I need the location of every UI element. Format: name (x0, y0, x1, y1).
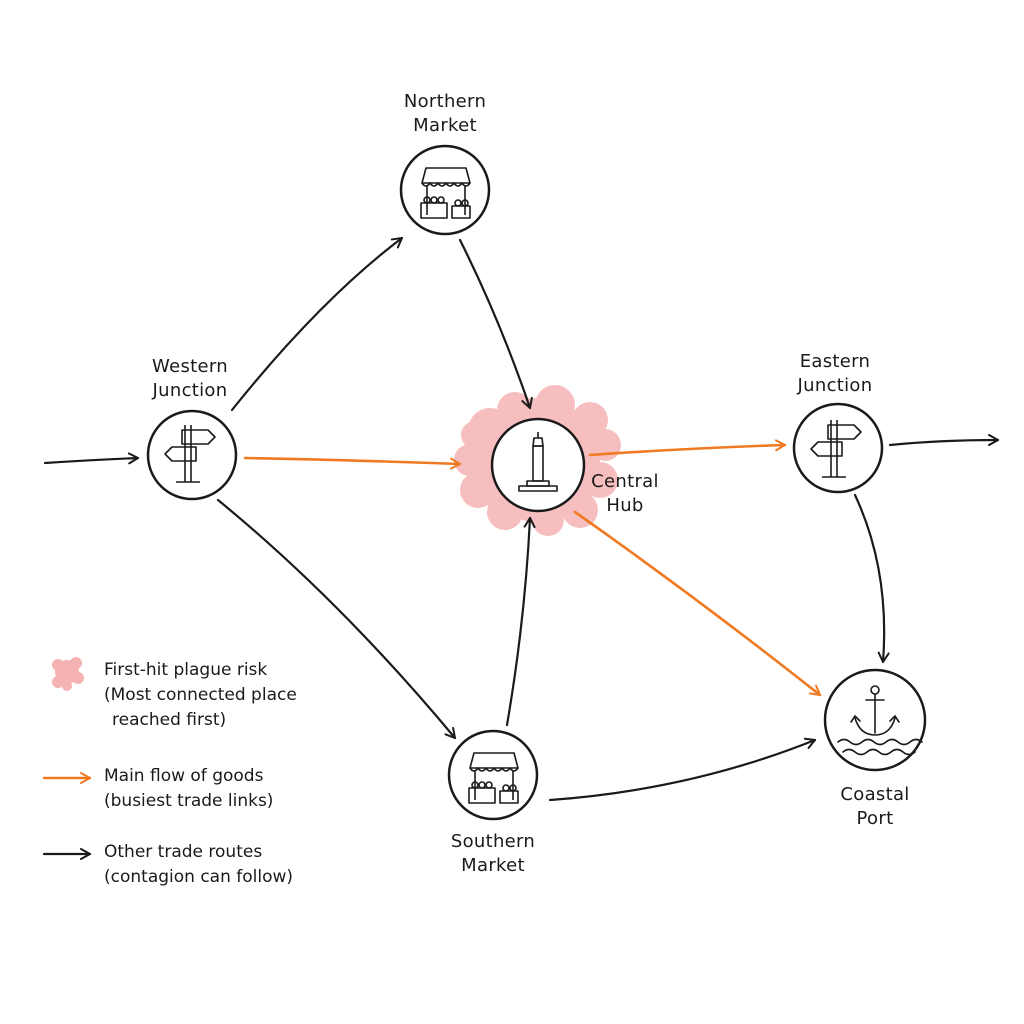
label-line: Junction (797, 375, 873, 396)
label-line: Western (152, 356, 228, 377)
legend-risk-swatch (52, 657, 84, 691)
route-eastern-to-coastal (853, 493, 890, 664)
flow-central-to-coastal (573, 510, 822, 697)
signpost-icon (810, 420, 862, 478)
node-central-hub (490, 417, 586, 513)
label-central-hub: Central Hub (580, 470, 670, 518)
market-stall-icon (420, 167, 471, 219)
legend-risk-text: First-hit plague risk (Most connected pl… (104, 658, 297, 733)
node-northern-market (399, 144, 491, 236)
route-eastern-outgoing (888, 434, 1000, 447)
label-southern-market: Southern Market (433, 830, 553, 878)
route-western-to-southern (216, 498, 457, 740)
node-coastal-port (823, 668, 927, 772)
legend-main-flow-text: Main flow of goods (busiest trade links) (104, 764, 273, 814)
legend-line: (Most connected place (104, 685, 297, 705)
legend-line: reached first) (112, 710, 227, 730)
monument-icon (518, 432, 558, 492)
market-stall-icon (468, 752, 519, 804)
node-eastern-junction (792, 402, 884, 494)
route-northern-to-central (458, 238, 533, 410)
legend-line: Other trade routes (104, 842, 263, 862)
label-line: Coastal (840, 784, 910, 805)
route-southern-to-central (505, 516, 536, 727)
route-western-to-northern (230, 236, 404, 412)
label-western-junction: Western Junction (130, 355, 250, 403)
anchor-icon (837, 685, 923, 756)
legend-other-routes-text: Other trade routes (contagion can follow… (104, 840, 293, 890)
label-line: Port (856, 808, 894, 829)
label-line: Central (591, 471, 659, 492)
other-trade-routes (43, 236, 1000, 802)
route-incoming-west (43, 452, 140, 465)
label-northern-market: Northern Market (385, 90, 505, 138)
flow-western-to-central (243, 456, 462, 470)
flow-central-to-eastern (588, 439, 787, 457)
label-line: Northern (403, 91, 487, 112)
signpost-icon (164, 425, 216, 483)
node-southern-market (447, 729, 539, 821)
label-line: Southern (450, 831, 536, 852)
label-line: Eastern (799, 351, 871, 372)
node-western-junction (146, 409, 238, 501)
label-coastal-port: Coastal Port (815, 783, 935, 831)
label-line: Junction (152, 380, 228, 401)
legend-line: (busiest trade links) (104, 791, 274, 811)
main-trade-flows (243, 439, 822, 697)
label-eastern-junction: Eastern Junction (775, 350, 895, 398)
legend-line: (contagion can follow) (104, 867, 294, 887)
label-line: Hub (606, 495, 644, 516)
label-line: Market (413, 115, 477, 136)
legend-line: First-hit plague risk (104, 660, 268, 680)
label-line: Market (461, 855, 525, 876)
route-southern-to-coastal (548, 737, 817, 802)
legend-line: Main flow of goods (104, 766, 264, 786)
